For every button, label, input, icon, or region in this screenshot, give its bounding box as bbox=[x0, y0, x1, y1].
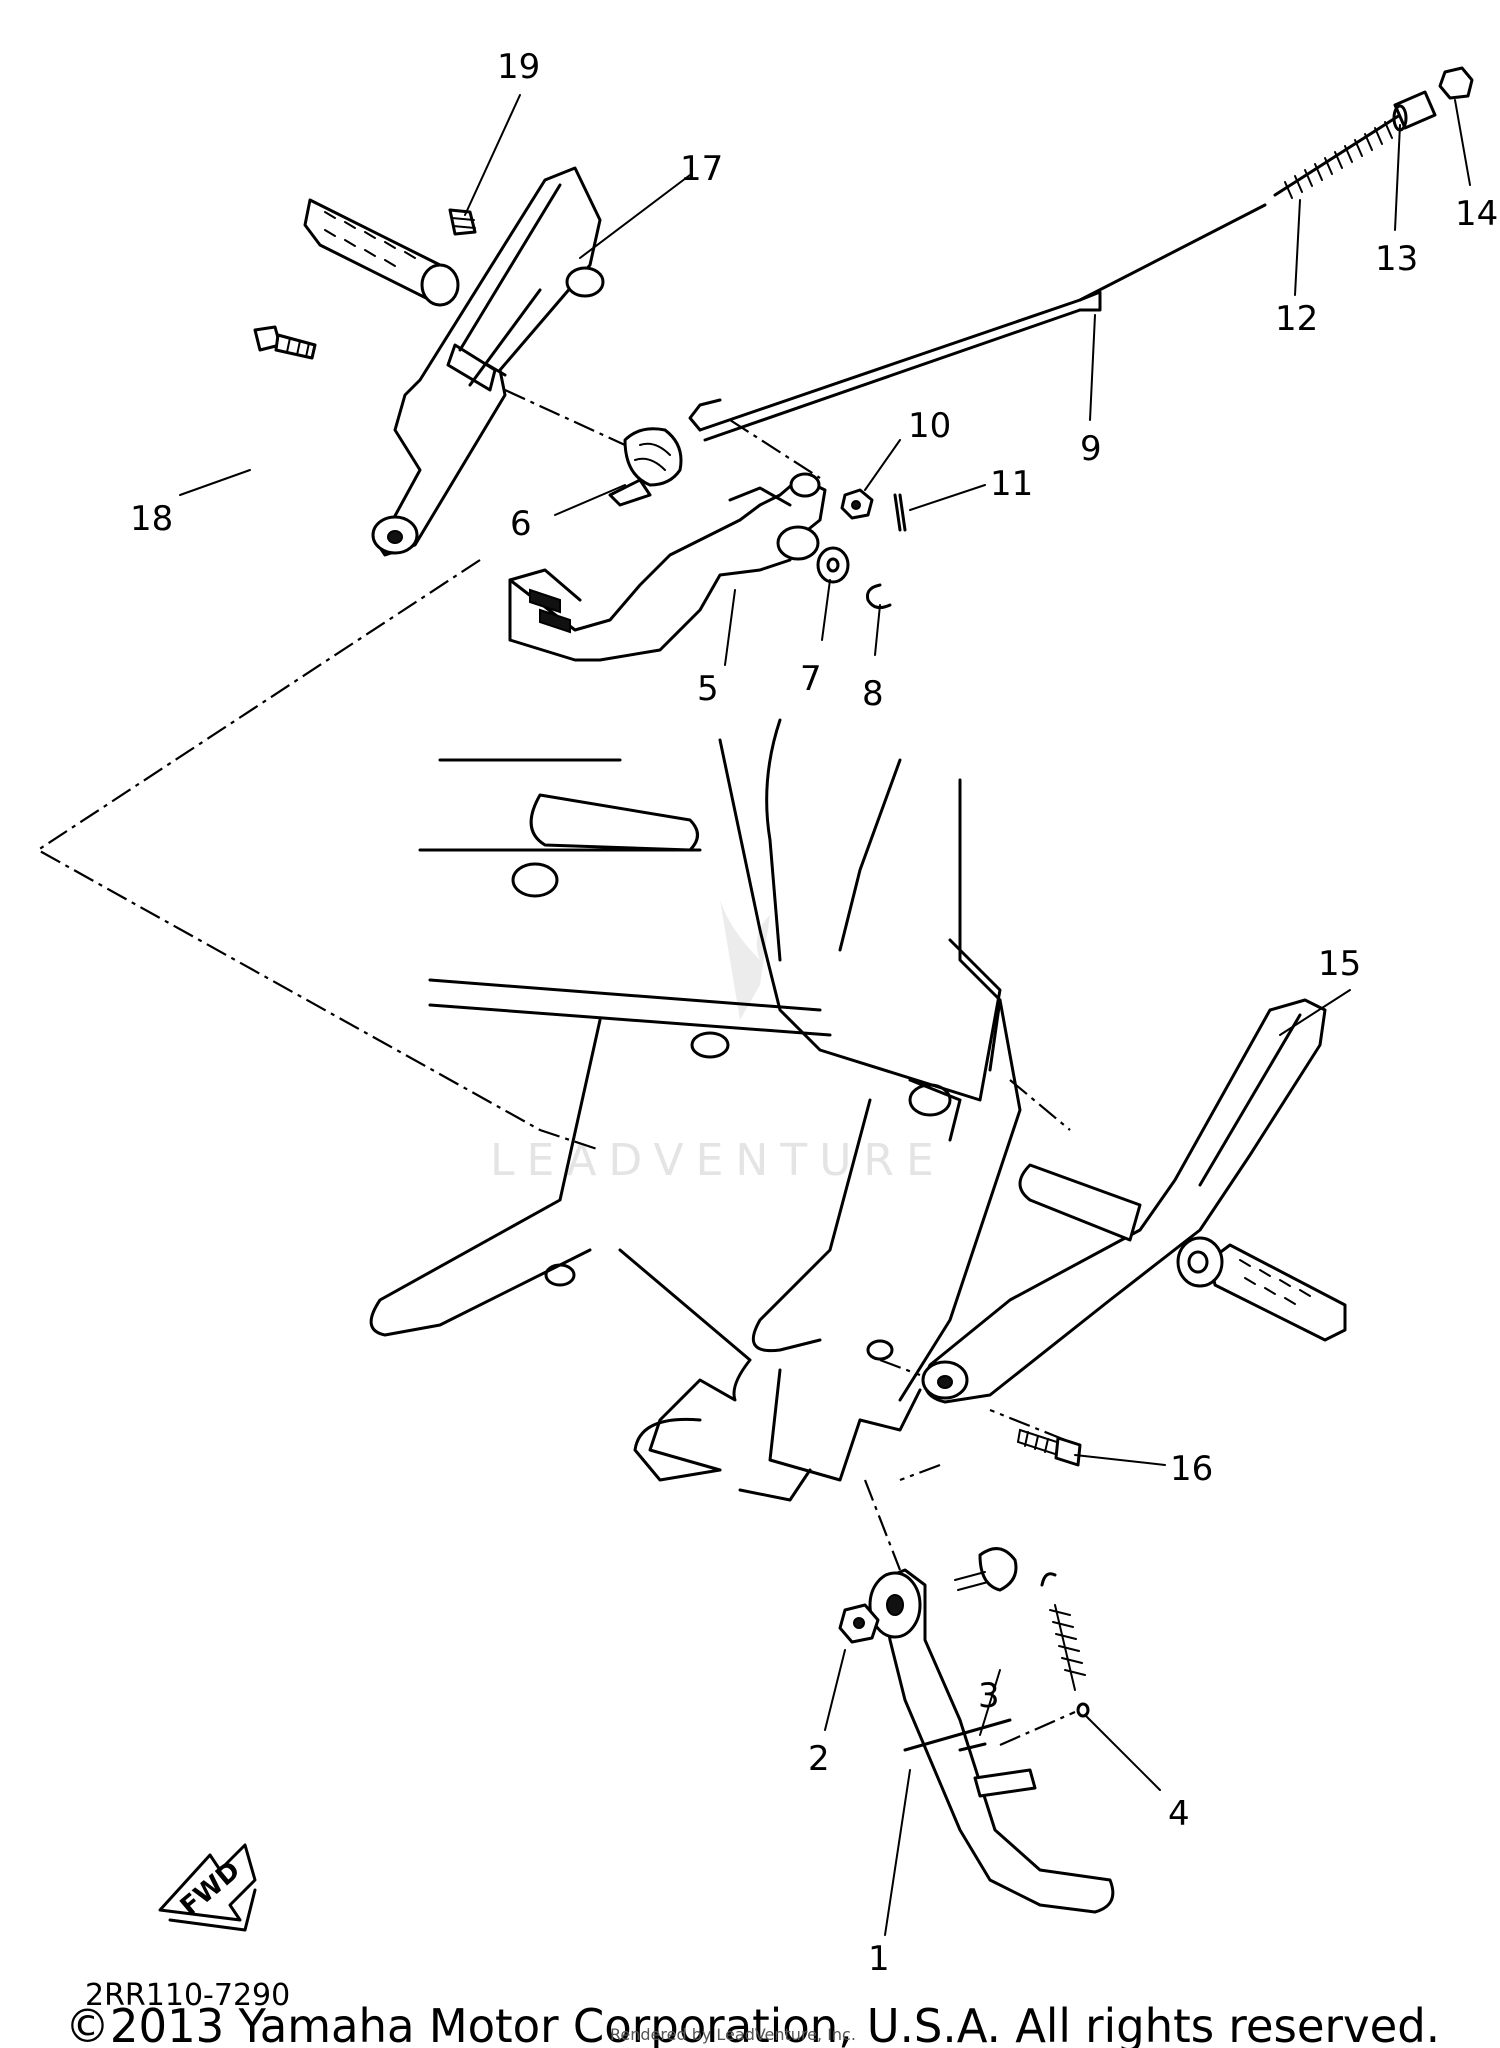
callout-1: 1 bbox=[868, 1939, 890, 1979]
callout-18: 18 bbox=[130, 499, 173, 539]
rendered-by-notice: Rendered by LeadVenture, Inc. bbox=[610, 2025, 856, 2044]
footpeg-left bbox=[303, 198, 460, 307]
brake-pedal bbox=[508, 472, 827, 662]
part-16-bolt bbox=[1016, 1428, 1082, 1467]
copyright-notice: ©2013 Yamaha Motor Corporation, U.S.A. A… bbox=[65, 1999, 1440, 2048]
footrest-bracket-left bbox=[371, 166, 605, 557]
part-10-nut bbox=[840, 488, 874, 520]
brake-rod bbox=[688, 203, 1267, 442]
callout-4: 4 bbox=[1168, 1794, 1190, 1834]
callout-labels: 19 17 18 6 5 7 8 10 11 9 12 13 14 15 16 … bbox=[130, 47, 1498, 1979]
callout-15: 15 bbox=[1318, 944, 1361, 984]
callout-8: 8 bbox=[862, 674, 884, 714]
callout-5: 5 bbox=[697, 669, 719, 709]
part-7-washer bbox=[816, 546, 850, 584]
callout-13: 13 bbox=[1375, 239, 1418, 279]
part-3-bolt bbox=[954, 1547, 1018, 1592]
frame bbox=[369, 718, 1022, 1502]
watermark-text: LEADVENTURE bbox=[490, 1135, 946, 1186]
part-6-spring bbox=[608, 427, 683, 507]
callout-19: 19 bbox=[497, 47, 540, 87]
dashed-leader-lines bbox=[35, 389, 1076, 1747]
callout-7: 7 bbox=[800, 659, 822, 699]
part-12-spring bbox=[1273, 113, 1402, 199]
part-18-bolt bbox=[253, 325, 317, 360]
part-4-spring bbox=[1040, 1572, 1090, 1718]
footpeg-right bbox=[1018, 1163, 1347, 1342]
callout-11: 11 bbox=[990, 464, 1033, 504]
sidestand bbox=[868, 1568, 1115, 1914]
part-8-clip bbox=[866, 583, 892, 610]
callout-16: 16 bbox=[1170, 1449, 1213, 1489]
callout-leaders bbox=[179, 94, 1471, 1936]
callout-12: 12 bbox=[1275, 299, 1318, 339]
part-11-cotter-pin bbox=[893, 493, 907, 532]
callout-10: 10 bbox=[908, 406, 951, 446]
callout-2: 2 bbox=[808, 1739, 830, 1779]
callout-3: 3 bbox=[978, 1676, 1000, 1716]
callout-6: 6 bbox=[510, 504, 532, 544]
part-19-plug bbox=[448, 208, 477, 236]
diagram-code: 2RR110-7290 bbox=[85, 1978, 290, 2013]
callout-17: 17 bbox=[680, 149, 723, 189]
fwd-arrow: FWD bbox=[158, 1843, 257, 1932]
callout-9: 9 bbox=[1080, 429, 1102, 469]
leadventure-watermark: LEADVENTURE bbox=[490, 900, 946, 1186]
part-14-nut bbox=[1438, 66, 1474, 100]
part-2-nut bbox=[838, 1603, 880, 1644]
callout-14: 14 bbox=[1455, 194, 1498, 234]
footrest-bracket-right bbox=[921, 998, 1327, 1404]
